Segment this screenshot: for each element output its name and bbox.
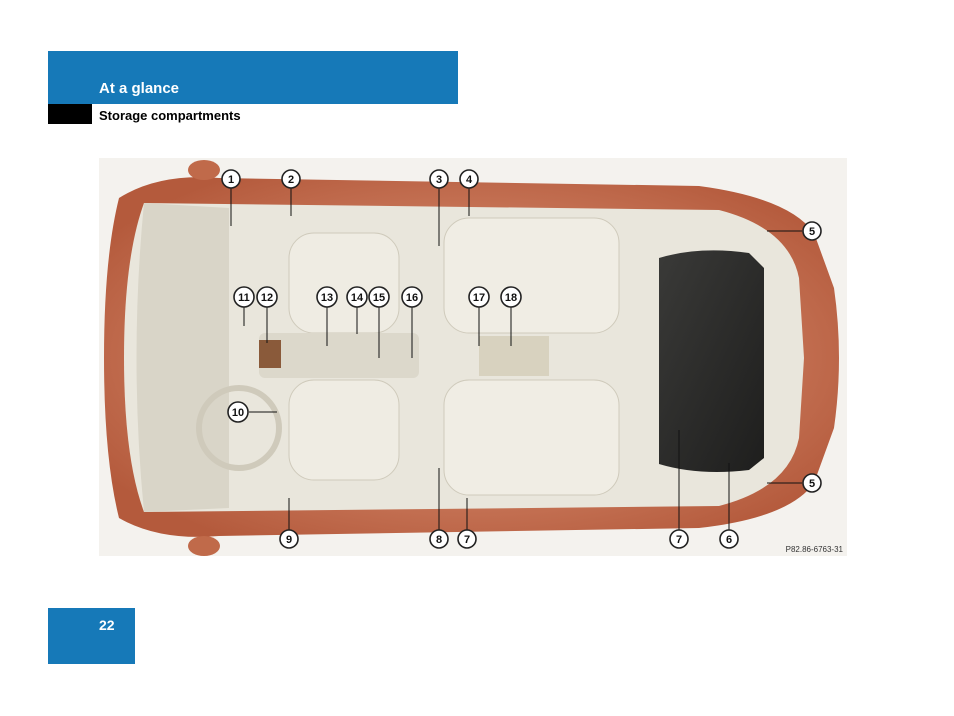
section-title: At a glance [99,80,180,97]
callout-10: 10 [227,401,249,423]
svg-text:7: 7 [464,534,470,546]
svg-text:16: 16 [406,292,418,304]
page-number-box: 22 [48,608,135,664]
svg-text:5: 5 [809,478,815,490]
svg-text:6: 6 [726,534,732,546]
svg-text:1: 1 [228,174,234,186]
page-subheading: Storage compartments [99,108,241,123]
svg-text:4: 4 [466,174,473,186]
callout-5-bottom: 5 [802,473,822,493]
callout-18: 18 [500,286,522,308]
callout-1: 1 [221,169,241,189]
svg-text:17: 17 [473,292,485,304]
callout-17: 17 [468,286,490,308]
callout-8: 8 [429,529,449,549]
callout-4: 4 [459,169,479,189]
svg-text:3: 3 [436,174,442,186]
callout-3: 3 [429,169,449,189]
callout-12: 12 [256,286,278,308]
svg-text:8: 8 [436,534,442,546]
section-header-bar: At a glance [48,51,458,104]
callout-7-cargo: 7 [669,529,689,549]
svg-text:5: 5 [809,226,815,238]
callout-5-top: 5 [802,221,822,241]
callout-15: 15 [368,286,390,308]
svg-text:11: 11 [238,292,250,304]
page-number: 22 [99,617,115,633]
svg-text:15: 15 [373,292,385,304]
section-marker [48,104,92,124]
callout-2: 2 [281,169,301,189]
callout-13: 13 [316,286,338,308]
svg-text:18: 18 [505,292,517,304]
car-interior-figure: 1 2 3 4 5 5 6 7 7 8 9 10 11 12 13 14 15 … [99,158,847,556]
svg-text:10: 10 [232,407,244,419]
car-top-view-illustration: 1 2 3 4 5 5 6 7 7 8 9 10 11 12 13 14 15 … [99,158,847,556]
svg-text:14: 14 [351,292,364,304]
svg-text:9: 9 [286,534,292,546]
callout-9: 9 [279,529,299,549]
figure-code: P82.86-6763-31 [785,545,843,554]
svg-text:7: 7 [676,534,682,546]
callout-11: 11 [233,286,255,308]
callout-7-door: 7 [457,529,477,549]
callout-14: 14 [346,286,368,308]
svg-text:2: 2 [288,174,294,186]
svg-text:12: 12 [261,292,273,304]
callout-16: 16 [401,286,423,308]
callout-6: 6 [719,529,739,549]
svg-text:13: 13 [321,292,333,304]
